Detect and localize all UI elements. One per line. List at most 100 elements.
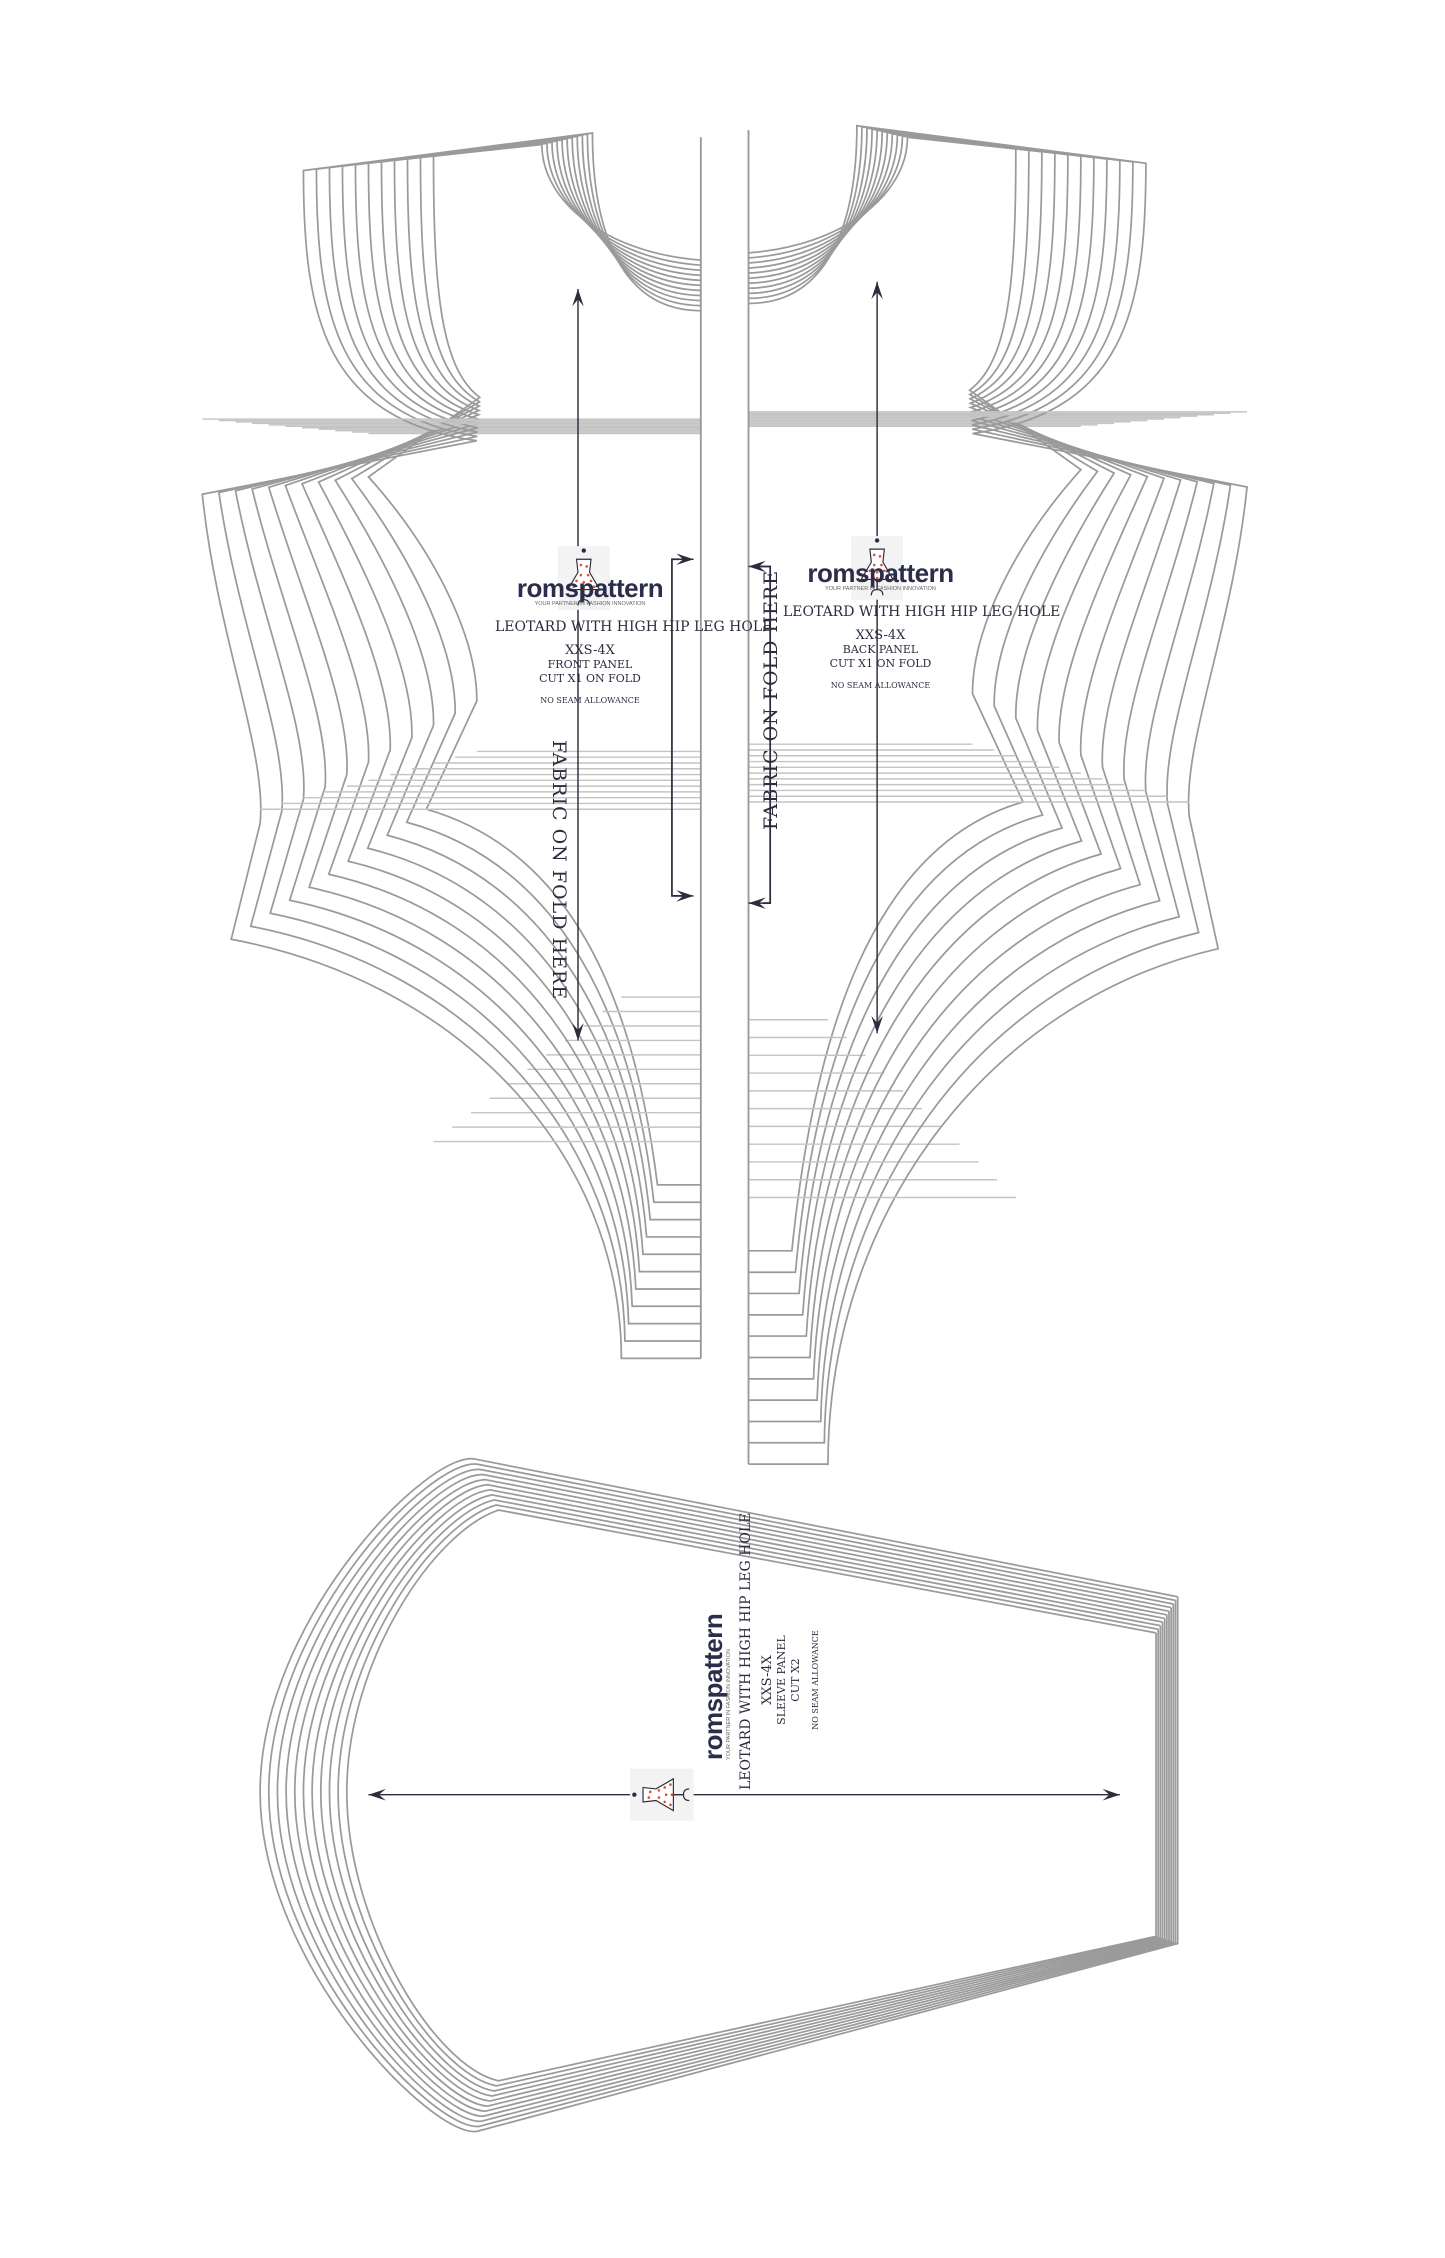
front-panel — [201, 131, 702, 1360]
arrowhead-icon — [871, 281, 883, 300]
logo-dot — [575, 579, 578, 583]
back-size-outline — [748, 136, 1083, 1252]
logo-dot — [875, 576, 879, 580]
logo-dot — [585, 565, 588, 568]
size-range: XXS-4X — [855, 628, 906, 643]
logo-dot — [669, 1783, 672, 1786]
arrowhead-icon — [748, 897, 766, 909]
front-size-outline — [317, 140, 701, 1238]
back-size-outline — [748, 128, 1199, 1401]
sleeve-size-outline — [328, 1499, 1162, 2092]
back-size-outline — [748, 129, 1182, 1380]
back-size-outline — [748, 134, 1116, 1295]
sleeve-size-outline — [319, 1493, 1164, 2097]
brand-name: romspattern — [698, 1613, 728, 1760]
logo-dot — [657, 1796, 661, 1799]
cut-instruction: CUT X1 ON FOLD — [829, 657, 932, 670]
sleeve-size-outline — [293, 1478, 1170, 2113]
brand-tagline: YOUR PARTNER IN FASHION INNOVATION — [726, 1649, 732, 1760]
logo-dot — [865, 575, 869, 578]
logo-dot — [663, 1786, 667, 1789]
logo-dot — [878, 555, 882, 558]
seam-allowance-note: NO SEAM ALLOWANCE — [830, 681, 931, 690]
back-fold-label: FABRIC ON FOLD HERE — [760, 569, 782, 830]
back-panel-label: romspattern YOUR PARTNER IN FASHION INNO… — [783, 560, 1061, 690]
dress-form-logo-icon — [557, 546, 610, 610]
brand-tagline: YOUR PARTNER IN FASHION INNOVATION — [534, 601, 646, 607]
front-size-outline — [217, 133, 701, 1342]
front-size-outline — [284, 137, 701, 1273]
logo-base — [870, 589, 884, 596]
back-size-outline — [748, 125, 1232, 1444]
logo-dot — [572, 585, 575, 588]
sleeve-size-outline — [285, 1473, 1173, 2118]
logo-dot — [582, 586, 586, 590]
logo-dot — [663, 1800, 667, 1804]
logo-dot — [669, 1803, 672, 1807]
pattern-title: LEOTARD WITH HIGH HIP LEG HOLE — [783, 604, 1061, 620]
arrowhead-icon — [748, 560, 766, 573]
logo-dot — [579, 573, 583, 577]
front-size-outline — [234, 134, 701, 1325]
logo-knob — [632, 1792, 637, 1797]
seam-allowance-note: NO SEAM ALLOWANCE — [811, 1630, 820, 1730]
back-size-outline — [748, 131, 1149, 1337]
front-size-outline — [367, 143, 701, 1186]
brand-tagline: YOUR PARTNER IN FASHION INNOVATION — [825, 586, 936, 592]
dress-form-logo-icon — [851, 536, 904, 600]
seam-allowance-note: NO SEAM ALLOWANCE — [540, 696, 640, 705]
brand-name: romspattern — [516, 573, 664, 603]
sleeve-panel-label: romspattern YOUR PARTNER IN FASHION INNO… — [698, 1512, 820, 1790]
front-size-outline — [267, 136, 701, 1290]
logo-knob — [874, 538, 880, 543]
arrowhead-icon — [676, 890, 694, 902]
size-range: XXS-4X — [565, 643, 615, 658]
logo-dot — [883, 569, 886, 573]
piece-name: SLEEVE PANEL — [775, 1635, 788, 1725]
sleeve-size-outline — [337, 1504, 1160, 2087]
logo-dot — [868, 569, 872, 573]
logo-dot — [582, 581, 586, 584]
sleeve-size-outline — [302, 1483, 1168, 2107]
logo-base — [577, 599, 591, 606]
sleeve-size-outline — [259, 1457, 1179, 2133]
logo-dot — [648, 1790, 652, 1794]
sleeve-size-outline — [311, 1488, 1166, 2102]
front-fold-label: FABRIC ON FOLD HERE — [548, 740, 570, 1001]
sleeve-panel — [259, 1457, 1179, 2133]
logo-dot — [579, 563, 583, 567]
arrowhead-icon — [572, 1023, 584, 1041]
pattern-title: LEOTARD WITH HIGH HIP LEG HOLE — [495, 619, 773, 635]
arrowhead-icon — [368, 1788, 386, 1801]
logo-dot — [885, 575, 889, 578]
front-size-outline — [350, 142, 701, 1204]
logo-base — [682, 1788, 690, 1802]
front-size-outline — [201, 131, 701, 1360]
back-size-outline — [748, 124, 1248, 1465]
logo-dress — [566, 558, 601, 591]
cut-instruction: CUT X1 ON FOLD — [539, 672, 641, 685]
logo-dress — [860, 548, 895, 581]
logo-dot — [872, 553, 876, 557]
piece-name: BACK PANEL — [842, 643, 919, 656]
sleeve-size-outline — [345, 1509, 1157, 2082]
logo-dot — [647, 1796, 651, 1799]
arrowhead-icon — [1102, 1788, 1120, 1801]
back-size-outline — [748, 130, 1166, 1359]
logo-dot — [586, 573, 590, 577]
logo-dress — [642, 1777, 674, 1812]
back-size-outline — [748, 132, 1132, 1316]
logo-dot — [592, 585, 596, 588]
back-panel — [747, 124, 1248, 1465]
front-size-outline — [300, 138, 701, 1256]
front-size-outline — [333, 141, 701, 1221]
cut-instruction: CUT X2 — [789, 1658, 802, 1702]
sleeve-size-outline — [276, 1468, 1175, 2123]
pattern-title: LEOTARD WITH HIGH HIP LEG HOLE — [738, 1512, 754, 1790]
logo-dot — [589, 579, 593, 583]
logo-dot — [880, 563, 883, 567]
logo-dot — [875, 570, 879, 574]
arrowhead-icon — [572, 289, 584, 307]
